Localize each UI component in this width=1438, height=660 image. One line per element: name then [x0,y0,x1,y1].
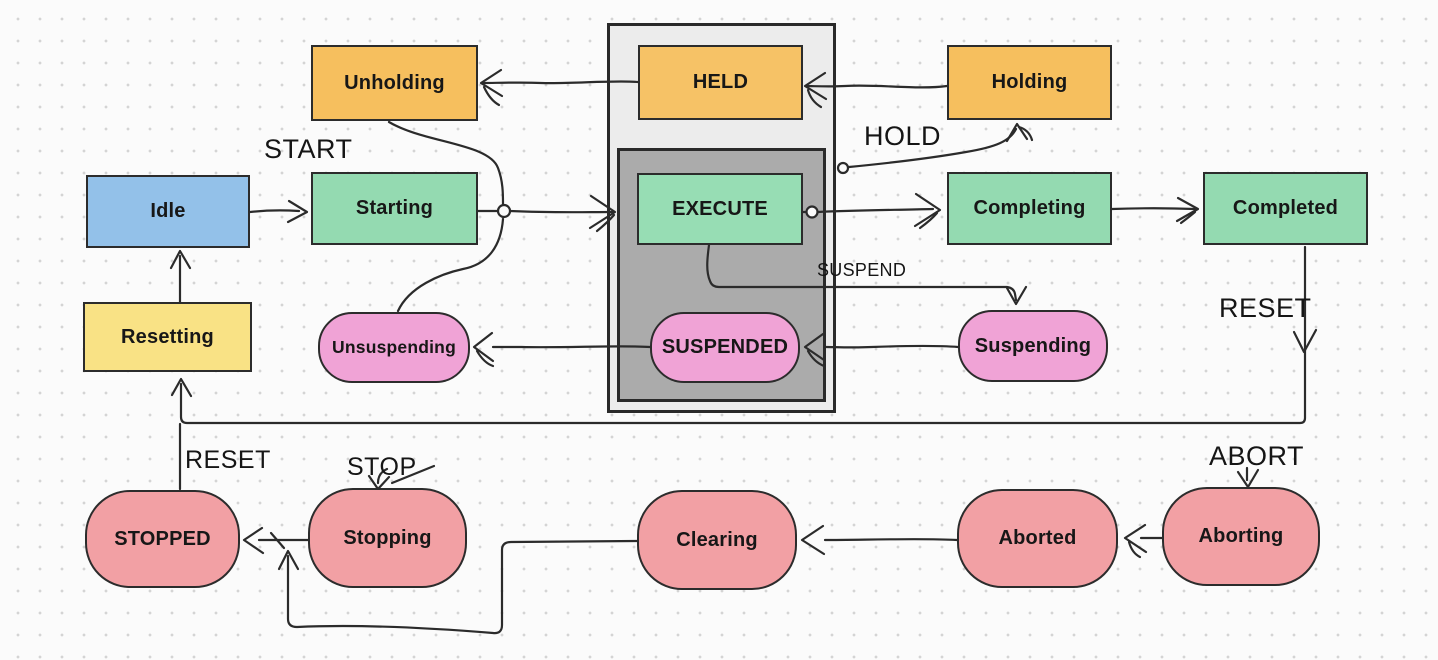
state-aborting-label: Aborting [1198,525,1284,547]
state-starting: Starting [311,172,478,245]
state-unholding: Unholding [311,45,478,121]
edge-clearing-to-stopped [269,531,639,635]
edge-resetting-to-idle [169,249,192,304]
event-label-suspend: SUSPEND [817,260,907,280]
edge-execute-to-completing [801,192,942,230]
state-unholding-label: Unholding [344,71,445,94]
state-completing-label: Completing [973,197,1086,219]
state-held-label: HELD [692,71,749,93]
state-held: HELD [638,45,803,120]
state-completed-label: Completed [1232,197,1339,219]
edge-completed-to-resetting [170,245,1318,425]
state-execute-label: EXECUTE [672,197,768,220]
state-suspending: Suspending [958,310,1108,382]
state-holding-label: Holding [991,71,1068,93]
junction-execute-out [805,205,819,219]
event-label-hold: HOLD [864,121,942,151]
state-clearing-label: Clearing [676,528,758,551]
state-idle-label: Idle [150,200,186,222]
edge-completing-to-completed [1110,196,1200,225]
junction-hold-anchor [836,161,850,175]
state-resetting: Resetting [83,302,252,372]
event-label-reset-completed: RESET [1219,293,1312,323]
edge-unsuspending-to-junction [396,217,505,313]
state-completed: Completed [1203,172,1368,245]
state-completing: Completing [947,172,1112,245]
state-execute: EXECUTE [637,173,803,245]
state-aborting: Aborting [1162,487,1320,586]
state-unsuspending-label: Unsuspending [332,337,456,357]
edge-execute-to-suspending [706,243,1028,306]
state-clearing: Clearing [637,490,797,590]
state-unsuspending: Unsuspending [318,312,470,383]
edge-unholding-to-junction [387,120,505,206]
state-stopped: STOPPED [85,490,240,588]
edge-suspended-to-unsuspending [472,331,652,368]
edge-aborting-to-aborted [1123,523,1164,559]
edge-hold-to-holding [847,122,1034,169]
edge-suspending-to-suspended [803,332,960,368]
state-suspending-label: Suspending [974,334,1092,357]
state-suspended: SUSPENDED [650,312,800,383]
edge-stopping-to-stopped [242,526,310,555]
event-label-reset-stopped: RESET [185,446,271,474]
junction-start-merge [496,203,512,219]
state-holding: Holding [947,45,1112,120]
state-suspended-label: SUSPENDED [661,336,789,358]
edge-junction-to-execute [508,194,617,233]
state-starting-label: Starting [355,197,434,219]
edge-idle-to-starting [248,199,309,224]
event-label-abort: ABORT [1209,441,1305,471]
edge-aborted-to-clearing [800,524,959,556]
edge-held-to-unholding [479,68,640,107]
event-label-stop: STOP [347,453,417,481]
state-stopping: Stopping [308,488,467,588]
state-aborted-label: Aborted [998,527,1077,549]
state-idle: Idle [86,175,250,248]
state-stopped-label: STOPPED [114,527,211,550]
state-stopping-label: Stopping [343,526,432,549]
state-resetting-label: Resetting [121,325,214,348]
event-label-start: START [264,134,353,164]
state-aborted: Aborted [957,489,1118,588]
edge-holding-to-held [803,71,949,109]
